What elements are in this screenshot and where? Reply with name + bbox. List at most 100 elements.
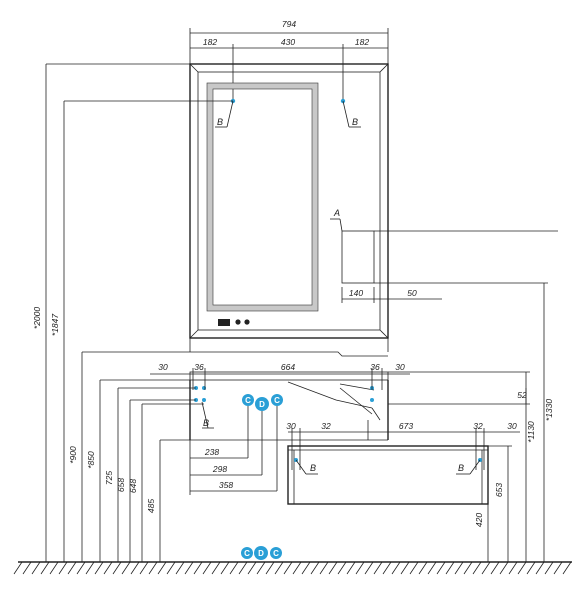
dim-725: 725 [104, 471, 114, 485]
floor-hatch-mark [202, 561, 212, 575]
label-a: A [333, 208, 340, 218]
floor-hatch-mark [139, 561, 149, 575]
floor-hatch-mark [157, 561, 167, 575]
svg-text:D: D [259, 400, 265, 409]
floor-hatch-mark [562, 561, 572, 575]
floor-hatch-mark [247, 561, 257, 575]
floor-hatch-mark [121, 561, 131, 575]
dim-664: 664 [281, 362, 295, 372]
floor-hatch-mark [301, 561, 311, 575]
badges-bottom: C D C [241, 546, 282, 560]
floor-hatch-mark [427, 561, 437, 575]
floor-hatch-mark [238, 561, 248, 575]
floor-hatch-mark [310, 561, 320, 575]
floor-hatch-mark [517, 561, 527, 575]
svg-text:B: B [203, 418, 209, 428]
dim-30-low: 30 [286, 421, 296, 431]
b-marker-low-left: B [295, 459, 318, 475]
floor-hatch-mark [346, 561, 356, 575]
floor-hatch-mark [112, 561, 122, 575]
dim-30-low-right: 30 [507, 421, 517, 431]
floor-hatch-mark [418, 561, 428, 575]
mirror-led-frame [207, 83, 318, 311]
floor-hatch-mark [103, 561, 113, 575]
floor-hatch-mark [49, 561, 59, 575]
floor-hatch-mark [292, 561, 302, 575]
svg-text:C: C [274, 396, 280, 405]
floor-hatch-mark [94, 561, 104, 575]
right-vertical-dims: *1330 *1130 52 653 420 [374, 282, 554, 562]
floor-hatch-mark [553, 561, 563, 575]
badges-mid: C D C [242, 394, 283, 491]
floor-hatch-mark [148, 561, 158, 575]
detail-a: A 140 50 [330, 208, 558, 303]
dim-182-left: 182 [203, 37, 217, 47]
svg-text:C: C [273, 549, 279, 558]
floor-hatch-mark [472, 561, 482, 575]
floor-hatch-mark [229, 561, 239, 575]
mid-dimension-row: 30 36 664 36 30 [150, 362, 410, 390]
dim-50: 50 [407, 288, 417, 298]
dim-36-left: 36 [194, 362, 204, 372]
dim-485: 485 [146, 499, 156, 513]
dim-648: 648 [128, 479, 138, 493]
floor-hatch-mark [67, 561, 77, 575]
floor-hatch-mark [256, 561, 266, 575]
control-panel-icon [218, 319, 230, 326]
floor-hatch-mark [535, 561, 545, 575]
top-width-dimension: 794 182 430 182 [189, 19, 389, 100]
dim-430: 430 [281, 37, 295, 47]
b-marker-low-right: B [456, 459, 481, 475]
floor-hatch-mark [40, 561, 50, 575]
floor-hatch-mark [283, 561, 293, 575]
button-icon-1 [235, 319, 241, 325]
floor-hatch-mark [58, 561, 68, 575]
floor-hatch-mark [166, 561, 176, 575]
horizontal-offsets: 238 298 358 [189, 440, 277, 495]
floor-hatch-mark [274, 561, 284, 575]
floor-hatch-mark [373, 561, 383, 575]
floor-hatch-mark [76, 561, 86, 575]
dim-30-right: 30 [395, 362, 405, 372]
floor-hatch-mark [436, 561, 446, 575]
dim-658: 658 [116, 478, 126, 492]
floor-hatch-mark [184, 561, 194, 575]
floor-hatch-mark [454, 561, 464, 575]
left-vertical-dims: *2000 *1847 *900 *850 725 658 648 485 [32, 63, 233, 562]
floor-hatch-mark [130, 561, 140, 575]
dim-238: 238 [204, 447, 219, 457]
dim-298: 298 [212, 464, 227, 474]
floor-hatch-mark [409, 561, 419, 575]
floor-hatch-mark [22, 561, 32, 575]
svg-text:B: B [458, 463, 464, 473]
svg-text:C: C [245, 396, 251, 405]
dim-30-left: 30 [158, 362, 168, 372]
floor-hatch-mark [499, 561, 509, 575]
floor-hatch-mark [508, 561, 518, 575]
floor-hatch-mark [400, 561, 410, 575]
b-marker-mid: B [201, 401, 214, 429]
floor-hatch-mark [193, 561, 203, 575]
dim-1130: *1130 [526, 421, 536, 443]
floor-hatch-mark [463, 561, 473, 575]
dim-140: 140 [349, 288, 363, 298]
floor-hatch-mark [319, 561, 329, 575]
dim-673: 673 [399, 421, 413, 431]
floor-hatch-mark [175, 561, 185, 575]
svg-text:B: B [352, 117, 358, 127]
dim-32-left: 32 [321, 421, 331, 431]
dim-32-right: 32 [473, 421, 483, 431]
floor [13, 561, 572, 575]
floor-hatch-mark [445, 561, 455, 575]
dim-1330: *1330 [544, 399, 554, 421]
floor-hatch-mark [490, 561, 500, 575]
floor-hatch-mark [337, 561, 347, 575]
floor-hatch-mark [13, 561, 23, 575]
button-icon-2 [244, 319, 250, 325]
dim-653: 653 [494, 483, 504, 497]
dim-1847: *1847 [50, 314, 60, 336]
floor-hatch-mark [85, 561, 95, 575]
svg-text:B: B [217, 117, 223, 127]
svg-text:C: C [244, 549, 250, 558]
